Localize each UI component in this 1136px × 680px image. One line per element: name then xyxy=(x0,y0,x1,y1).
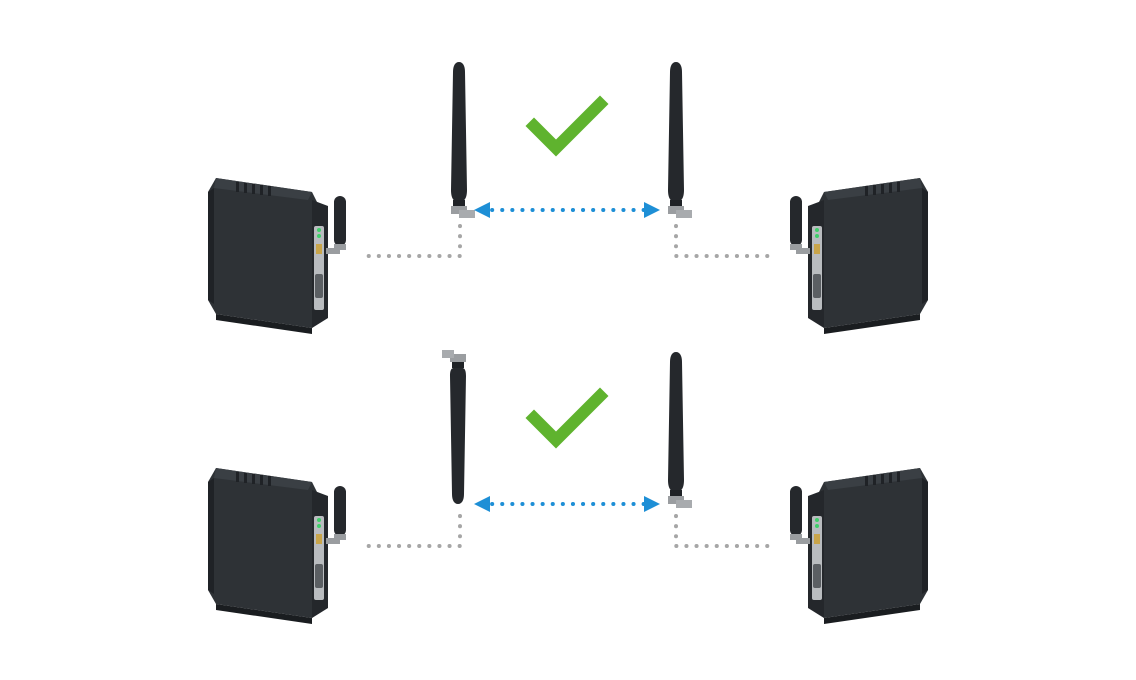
right-radio-modem-1 xyxy=(790,178,928,334)
cable-left-1 xyxy=(360,224,462,258)
check-icon xyxy=(525,95,609,157)
right-antenna-2 xyxy=(668,352,692,508)
right-antenna-1 xyxy=(668,62,692,218)
cable-left-2 xyxy=(360,514,462,548)
left-radio-modem-1 xyxy=(208,178,346,334)
left-radio-modem-2 xyxy=(208,468,346,624)
scenario-1 xyxy=(208,62,928,334)
check-icon xyxy=(525,387,609,449)
left-antenna-1 xyxy=(451,62,475,218)
cable-right-2 xyxy=(674,514,776,548)
scenario-2 xyxy=(208,350,928,624)
double-arrow-icon xyxy=(474,496,660,512)
left-antenna-2 xyxy=(442,350,466,504)
right-radio-modem-2 xyxy=(790,468,928,624)
cable-right-1 xyxy=(674,224,776,258)
double-arrow-icon xyxy=(474,202,660,218)
